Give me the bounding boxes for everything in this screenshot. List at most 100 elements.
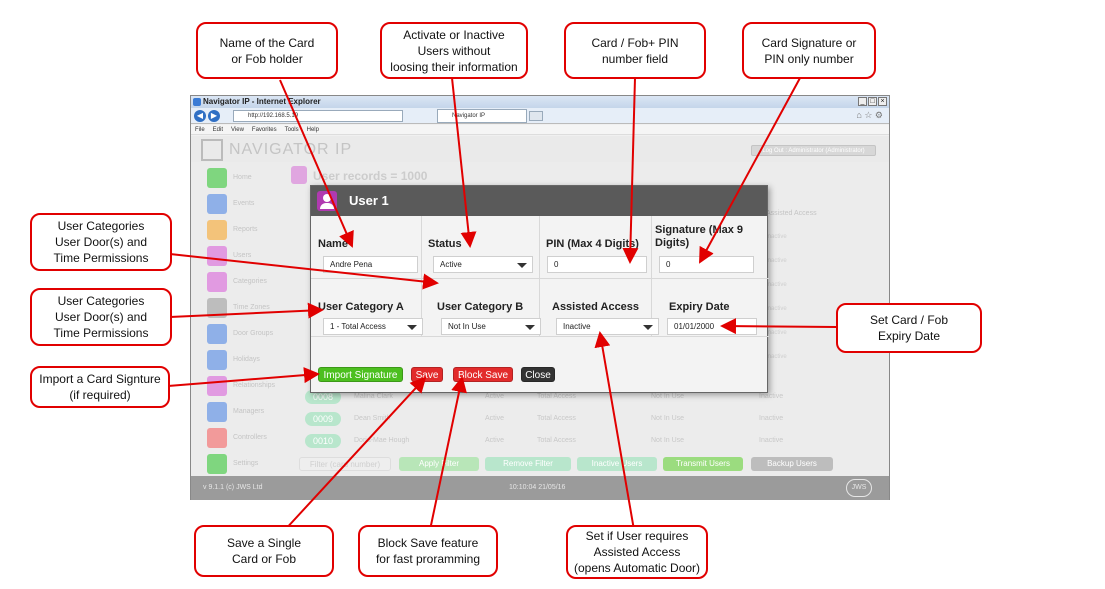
sidebar-item-categories[interactable]: Categories <box>203 272 293 292</box>
table-cell: Inactive <box>766 354 787 360</box>
home-icon <box>207 168 227 188</box>
relationships-icon <box>207 376 227 396</box>
assisted-access-select[interactable]: Inactive <box>556 318 659 335</box>
callout-text: Card / Fob+ PIN number field <box>591 35 679 66</box>
sidebar-item-door-groups[interactable]: Door Groups <box>203 324 293 344</box>
status-select[interactable]: Active <box>433 256 533 273</box>
logout-button[interactable]: Log Out : Administrator (Administrator) <box>751 145 876 156</box>
table-row[interactable]: 0009 Dean Smith Active Total Access Not … <box>299 408 879 430</box>
table-cell: Total Access <box>537 393 576 400</box>
chevron-down-icon <box>407 325 417 330</box>
name-field[interactable]: Andre Pena <box>323 256 418 273</box>
new-tab-button[interactable] <box>529 111 543 121</box>
callout-name: Name of the Card or Fob holder <box>196 22 338 79</box>
inactive-users-button[interactable]: Inactive Users <box>577 457 657 471</box>
table-cell: Dean Smith <box>354 415 391 422</box>
navigator-logo-icon <box>201 139 223 161</box>
apply-filter-button[interactable]: Apply Filter <box>399 457 479 471</box>
close-window-button[interactable]: × <box>878 97 887 106</box>
app-header: NAVIGATOR IP Log Out : Administrator (Ad… <box>191 136 889 162</box>
filter-input[interactable]: Filter (card number) <box>299 457 391 471</box>
table-cell: Inactive <box>759 415 784 422</box>
callout-categories-2: User Categories User Door(s) and Time Pe… <box>30 288 172 346</box>
menu-help[interactable]: Help <box>306 127 319 133</box>
ie-icon <box>193 98 201 106</box>
callout-import: Import a Card Signture (if required) <box>30 366 170 408</box>
events-icon <box>207 194 227 214</box>
home-star-gear-icons[interactable]: ⌂ ☆ ⚙ <box>856 110 883 120</box>
categories-icon <box>207 272 227 292</box>
managers-icon <box>207 402 227 422</box>
callout-text: Activate or Inactive Users without loosi… <box>390 27 518 74</box>
pin-field[interactable]: 0 <box>547 256 647 273</box>
minimize-button[interactable]: _ <box>858 97 867 106</box>
sidebar-item-holidays[interactable]: Holidays <box>203 350 293 370</box>
menu-tools[interactable]: Tools <box>284 127 299 133</box>
callout-text: Import a Card Signture (if required) <box>39 372 161 402</box>
menu-file[interactable]: File <box>195 127 205 133</box>
table-row[interactable]: 0010 Doria-Mae Hough Active Total Access… <box>299 430 879 452</box>
table-cell: Malina Clark <box>354 393 393 400</box>
table-cell: Inactive <box>766 282 787 288</box>
callout-text: Name of the Card or Fob holder <box>219 35 315 66</box>
user-id-badge: 0009 <box>305 412 341 426</box>
sidebar-item-controllers[interactable]: Controllers <box>203 428 293 448</box>
block-save-button[interactable]: Block Save <box>453 367 513 382</box>
clock-icon <box>207 298 227 318</box>
users-icon <box>207 246 227 266</box>
callout-expiry: Set Card / Fob Expiry Date <box>836 303 982 353</box>
name-label: Name <box>318 238 348 250</box>
category-b-value: Not In Use <box>448 322 486 331</box>
user-id-badge: 0010 <box>305 434 341 448</box>
transmit-users-button[interactable]: Transmit Users <box>663 457 743 471</box>
save-button[interactable]: Save <box>411 367 443 382</box>
sidebar-item-reports[interactable]: Reports <box>203 220 293 240</box>
page-title: User records = 1000 <box>313 169 428 183</box>
category-a-select[interactable]: 1 - Total Access <box>323 318 423 335</box>
user-icon <box>317 191 337 211</box>
category-b-select[interactable]: Not In Use <box>441 318 541 335</box>
address-bar[interactable]: http://192.168.5.19 <box>233 110 403 122</box>
callout-signature: Card Signature or PIN only number <box>742 22 876 79</box>
signature-label: Signature (Max 9 Digits) <box>655 224 744 249</box>
sidebar-item-home[interactable]: Home <box>203 168 293 188</box>
forward-icon[interactable]: ▶ <box>208 110 220 122</box>
pin-label: PIN (Max 4 Digits) <box>546 238 639 250</box>
maximize-button[interactable]: □ <box>868 97 877 106</box>
version-text: v 9.1.1 (c) JWS Ltd <box>203 484 263 491</box>
table-cell: Active <box>485 393 505 400</box>
menu-edit[interactable]: Edit <box>212 127 224 133</box>
clock-text: 10:10:04 21/05/16 <box>509 484 566 491</box>
controllers-icon <box>207 428 227 448</box>
table-cell: Total Access <box>537 415 576 422</box>
table-cell: Inactive <box>759 393 784 400</box>
signature-field[interactable]: 0 <box>659 256 754 273</box>
remove-filter-button[interactable]: Remove Filter <box>485 457 571 471</box>
import-signature-button[interactable]: Import Signature <box>318 367 403 382</box>
close-button[interactable]: Close <box>521 367 555 382</box>
chevron-down-icon <box>517 263 527 268</box>
dialog-title: User 1 <box>349 193 389 208</box>
callout-text: User Categories User Door(s) and Time Pe… <box>53 294 149 340</box>
browser-tab[interactable]: Navigator IP <box>437 109 527 123</box>
expiry-date-field[interactable]: 01/01/2000 <box>667 318 757 335</box>
table-cell: Active <box>485 415 505 422</box>
back-icon[interactable]: ◀ <box>194 110 206 122</box>
sidebar-item-users[interactable]: Users <box>203 246 293 266</box>
sidebar-item-settings[interactable]: Settings <box>203 454 293 474</box>
reports-icon <box>207 220 227 240</box>
status-label: Status <box>428 238 462 250</box>
table-cell: Inactive <box>759 437 784 444</box>
sidebar-item-time-zones[interactable]: Time Zones <box>203 298 293 318</box>
window-title: Navigator IP - Internet Explorer <box>191 96 889 108</box>
backup-users-button[interactable]: Backup Users <box>751 457 833 471</box>
menu-view[interactable]: View <box>231 127 244 133</box>
sidebar-item-events[interactable]: Events <box>203 194 293 214</box>
callout-categories-1: User Categories User Door(s) and Time Pe… <box>30 213 172 271</box>
menu-favorites[interactable]: Favorites <box>251 127 277 133</box>
sidebar-item-relationships[interactable]: Relationships <box>203 376 293 396</box>
menu-bar: File Edit View Favorites Tools Help <box>191 125 889 135</box>
callout-text: Block Save feature for fast proramming <box>375 536 481 566</box>
table-cell: Inactive <box>766 258 787 264</box>
sidebar-item-managers[interactable]: Managers <box>203 402 293 422</box>
